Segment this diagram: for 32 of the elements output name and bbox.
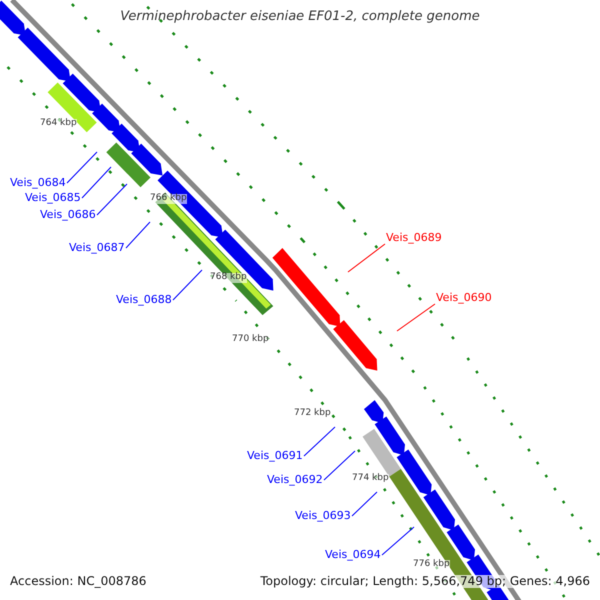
leader-line xyxy=(324,450,356,480)
scale-label: 766 kbp xyxy=(150,194,187,204)
leader-line xyxy=(352,492,378,516)
gene-label: Veis_0687 xyxy=(69,242,125,254)
gene-label: Veis_0691 xyxy=(247,450,303,462)
scale-label: 768 kbp xyxy=(210,273,247,283)
leader-line xyxy=(348,244,386,272)
leader-line xyxy=(382,526,414,556)
genome-summary-text: Topology: circular; Length: 5,566,749 bp; Genes: 4,966 xyxy=(260,575,590,588)
leader-line xyxy=(82,166,112,198)
gene-label: Veis_0688 xyxy=(116,294,172,306)
gene-label: Veis_0686 xyxy=(40,209,96,222)
scale-label: 770 kbp xyxy=(232,335,269,345)
gene-label: Veis_0692 xyxy=(267,474,323,486)
leader-line xyxy=(96,184,128,216)
scale-label: 776 kbp xyxy=(413,560,450,570)
leader-line xyxy=(304,426,336,456)
scale-label: 772 kbp xyxy=(294,409,331,419)
gene-label: Veis_0685 xyxy=(25,192,81,204)
gene-label: Veis_0684 xyxy=(10,177,66,190)
leader-line xyxy=(172,270,202,300)
accession-text: Accession: NC_008786 xyxy=(10,575,146,588)
scale-label: 774 kbp xyxy=(352,474,389,484)
scale-label: 764 kbp xyxy=(40,119,77,129)
gene-label: Veis_0694 xyxy=(325,549,381,562)
gene-label: Veis_0693 xyxy=(295,510,351,522)
title: Verminephrobacter eiseniae EF01-2, complete genome xyxy=(119,10,481,24)
leader-line xyxy=(396,304,436,332)
leader-line xyxy=(66,152,98,184)
gene-label: Veis_0690 xyxy=(436,292,492,304)
gene-label: Veis_0689 xyxy=(386,232,442,244)
leader-line xyxy=(126,222,150,248)
